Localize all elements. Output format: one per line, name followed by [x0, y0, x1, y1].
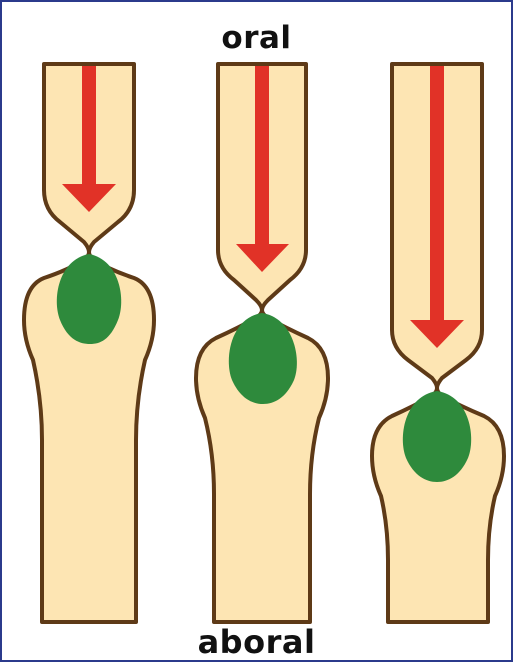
stage-1	[24, 64, 154, 622]
stage-2	[196, 64, 328, 622]
aboral-label: aboral	[0, 622, 513, 662]
stage-3	[372, 64, 504, 622]
